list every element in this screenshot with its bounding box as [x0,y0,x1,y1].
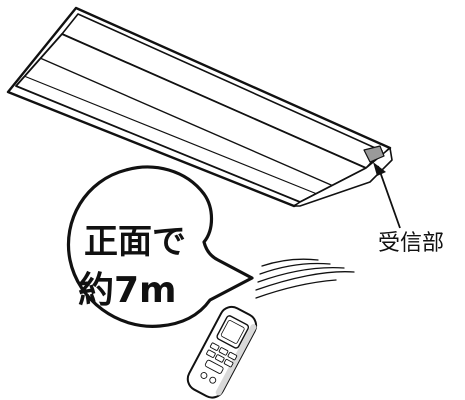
callout-line-2: 約7m [78,270,177,311]
remote-button [218,347,229,356]
signal-wave-2 [259,262,331,275]
callout-bubble-outline [66,165,254,328]
remote-button [206,349,216,358]
receiver-sensor [363,145,385,163]
remote-display-inner [220,320,245,344]
ceiling-light [6,6,393,208]
receiver-pointer-arrowhead [373,162,386,176]
signal-wave-4 [255,271,355,291]
signal-wave-1 [261,258,319,267]
ceiling-light-line-1 [39,57,339,189]
receiver-label: 受信部 [378,231,444,256]
receiver-pointer [373,162,401,229]
receiver-pointer-line [377,165,401,229]
ceiling-light-line-2 [23,75,323,197]
remote-button [204,359,224,374]
remote-side-shade [215,324,257,396]
signal-waves [255,258,355,299]
signal-wave-3 [257,266,345,283]
remote-button [209,342,220,351]
remote-control [186,305,258,399]
remote-button [214,354,225,363]
remote-button [200,372,208,379]
remote-button [227,351,238,361]
callout-line-1: 正面で [84,222,186,262]
callout-bubble: 正面で 約7m [66,165,254,328]
signal-wave-5 [255,279,337,299]
ceiling-light-end-cap [293,147,393,207]
remote-button [223,358,234,368]
remote-button [209,376,217,384]
remote-buttons [200,342,238,384]
